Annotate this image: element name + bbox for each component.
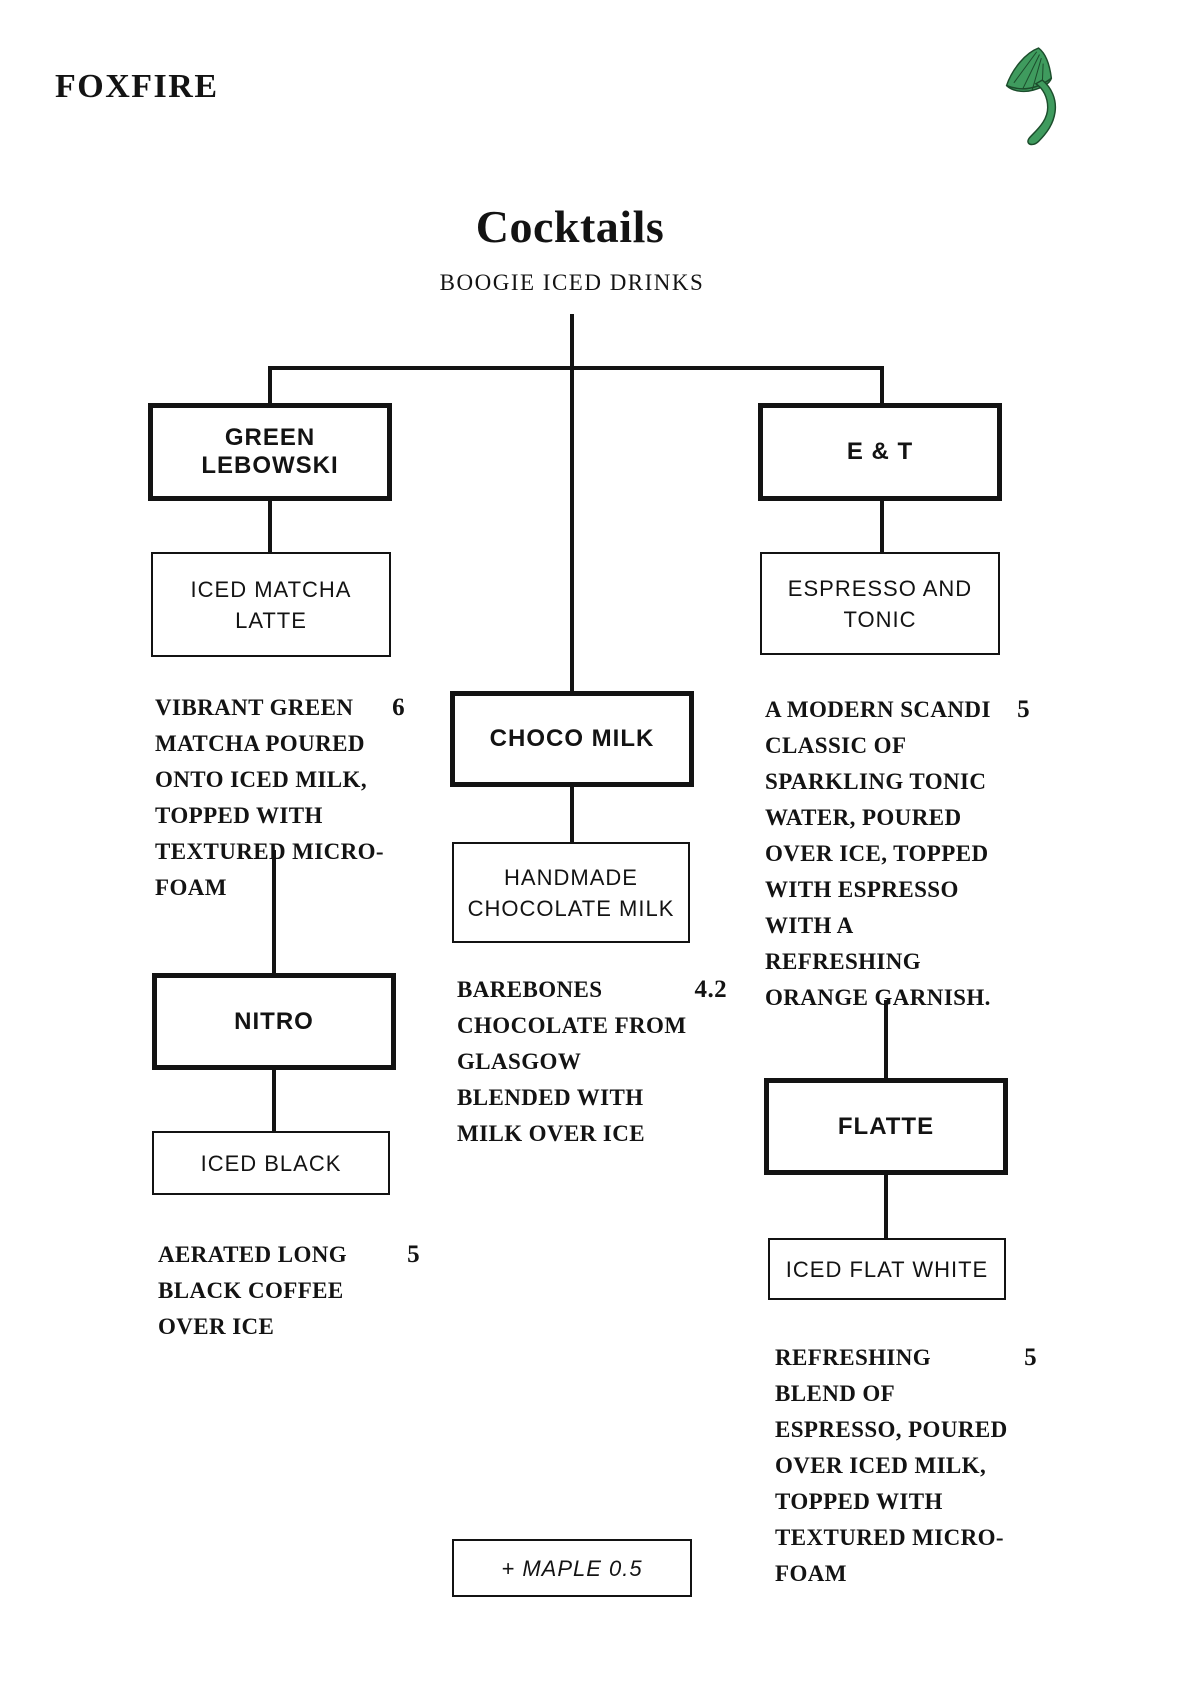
description-text: AERATED LONG BLACK COFFEE OVER ICE — [158, 1242, 348, 1339]
node-label: ICED MATCHA LATTE — [190, 576, 352, 633]
node-flatte: FLATTE — [764, 1078, 1008, 1175]
price: 5 — [407, 1241, 420, 1268]
node-choco-milk: CHOCO MILK — [450, 691, 694, 787]
connector-horizontal — [268, 366, 884, 370]
node-handmade-chocolate-milk: HANDMADE CHOCOLATE MILK — [452, 842, 690, 943]
connector-right-drop — [880, 366, 884, 406]
description-e-and-t: A MODERN SCANDI CLASSIC OF SPARKLING TON… — [765, 692, 1030, 1016]
price: 4.2 — [694, 976, 727, 1003]
connector-root-stub — [570, 314, 574, 366]
node-label: ESPRESSO AND TONIC — [787, 575, 973, 632]
price: 6 — [392, 694, 405, 721]
node-label: GREEN LEBOWSKI — [201, 424, 339, 479]
addon-maple-box: + MAPLE 0.5 — [452, 1539, 692, 1597]
node-label: NITRO — [234, 1007, 314, 1035]
node-label: ICED BLACK — [200, 1150, 342, 1176]
description-text: BAREBONES CHOCOLATE FROM GLASGOW BLENDED… — [457, 977, 687, 1146]
price: 5 — [1024, 1344, 1037, 1371]
connector-center-drop — [570, 366, 574, 694]
connector-greenlebowski-matcha — [268, 500, 272, 554]
connector-et-tonic — [880, 500, 884, 554]
description-text: VIBRANT GREEN MATCHA POURED ONTO ICED MI… — [155, 695, 384, 900]
node-espresso-and-tonic: ESPRESSO AND TONIC — [760, 552, 1000, 655]
addon-label: + MAPLE 0.5 — [501, 1555, 643, 1581]
connector-choco-handmade — [570, 785, 574, 844]
node-label: HANDMADE CHOCOLATE MILK — [467, 864, 675, 921]
connector-flatte-icedflatwhite — [884, 1173, 888, 1240]
connector-left-drop — [268, 366, 272, 406]
menu-title: Cocktails — [475, 201, 665, 252]
node-label: FLATTE — [837, 1112, 935, 1140]
description-flatte: REFRESHING BLEND OF ESPRESSO, POURED OVE… — [775, 1340, 1037, 1592]
node-iced-black: ICED BLACK — [152, 1131, 390, 1195]
node-e-and-t: E & T — [758, 403, 1002, 501]
menu-subtitle: BOOGIE ICED DRINKS — [439, 270, 705, 295]
connector-desc-flatte — [884, 1000, 888, 1080]
connector-nitro-icedblack — [272, 1068, 276, 1133]
description-text: A MODERN SCANDI CLASSIC OF SPARKLING TON… — [765, 697, 991, 1010]
node-label: E & T — [846, 438, 914, 465]
price: 5 — [1017, 696, 1030, 723]
brand-name: FOXFIRE — [55, 68, 219, 105]
node-green-lebowski: GREEN LEBOWSKI — [148, 403, 392, 501]
mushroom-icon — [1005, 47, 1057, 146]
node-label: CHOCO MILK — [489, 725, 655, 752]
description-nitro: AERATED LONG BLACK COFFEE OVER ICE 5 — [158, 1237, 420, 1345]
description-text: REFRESHING BLEND OF ESPRESSO, POURED OVE… — [775, 1345, 1008, 1586]
node-iced-matcha-latte: ICED MATCHA LATTE — [151, 552, 391, 657]
description-green-lebowski: VIBRANT GREEN MATCHA POURED ONTO ICED MI… — [155, 690, 405, 906]
description-choco-milk: BAREBONES CHOCOLATE FROM GLASGOW BLENDED… — [457, 972, 727, 1152]
connector-desc-nitro — [272, 850, 276, 975]
node-nitro: NITRO — [152, 973, 396, 1070]
node-iced-flat-white: ICED FLAT WHITE — [768, 1238, 1006, 1300]
node-label: ICED FLAT WHITE — [785, 1256, 989, 1282]
